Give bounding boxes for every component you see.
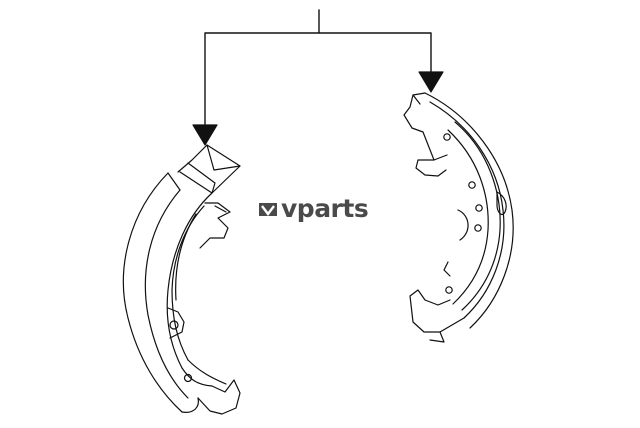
brake-shoe-right xyxy=(403,92,514,343)
callout-leader xyxy=(204,9,432,126)
watermark-logo: vparts xyxy=(258,194,369,223)
vparts-mark-icon xyxy=(259,202,277,216)
callout-arrow-left xyxy=(192,124,218,146)
callout-arrow-right xyxy=(418,71,444,93)
watermark-text: vparts xyxy=(281,194,369,223)
brake-shoe-left xyxy=(122,144,241,415)
